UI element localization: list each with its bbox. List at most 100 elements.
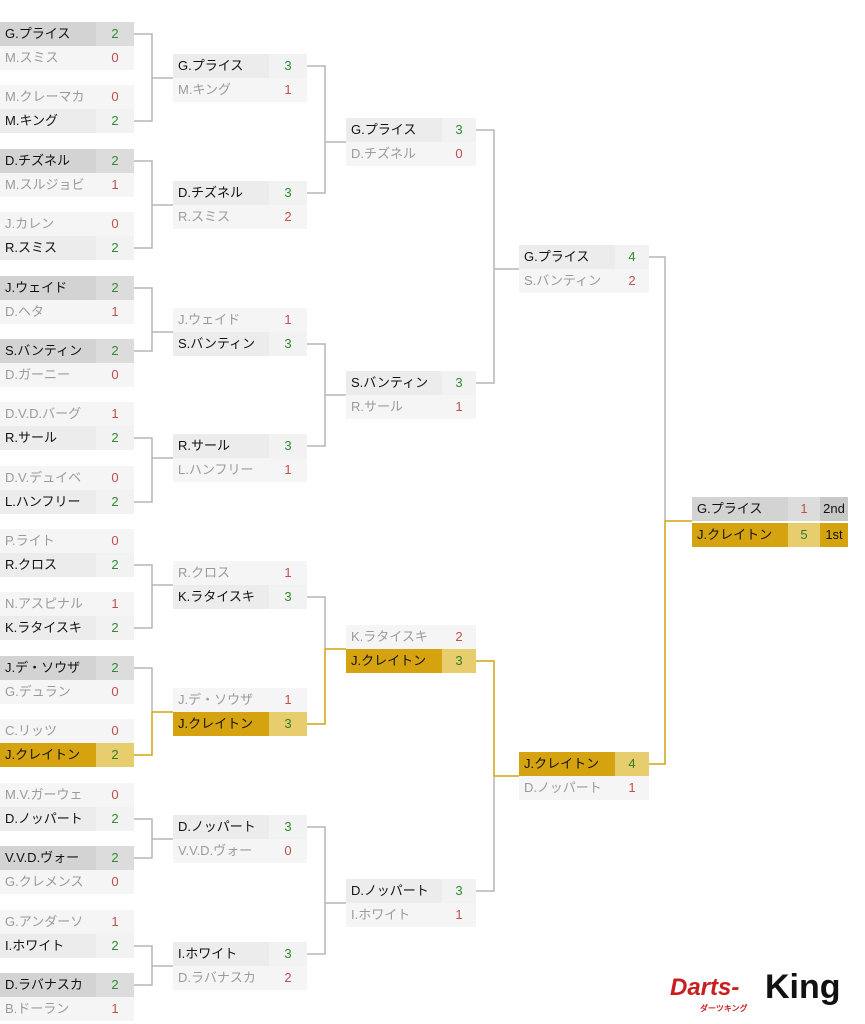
player-score: 2 <box>96 236 134 260</box>
player-score: 1 <box>442 903 476 927</box>
player-name: J.クレイトン <box>692 523 788 547</box>
player-score: 2 <box>96 616 134 640</box>
player-name: V.V.D.ヴォー <box>0 846 96 870</box>
player-name: R.クロス <box>0 553 96 577</box>
player-score: 2 <box>96 743 134 767</box>
player-score: 2 <box>96 656 134 680</box>
player-score: 1 <box>96 910 134 934</box>
player-score: 1 <box>269 308 307 332</box>
bracket-connector <box>134 458 153 503</box>
player-name: P.ライト <box>0 529 96 553</box>
player-name: R.スミス <box>0 236 96 260</box>
bracket-connector <box>134 712 153 756</box>
logo-darts-text: Darts- <box>670 974 740 1001</box>
player-name: I.ホワイト <box>346 903 442 927</box>
player-score: 2 <box>269 966 307 990</box>
player-score: 1 <box>615 776 649 800</box>
player-score: 2 <box>96 934 134 958</box>
player-score: 4 <box>615 245 649 269</box>
bracket-connector <box>134 33 153 78</box>
player-name: J.ウェイド <box>173 308 269 332</box>
player-score: 1 <box>96 173 134 197</box>
player-name: M.キング <box>0 109 96 133</box>
player-score: 0 <box>96 719 134 743</box>
player-score: 1 <box>96 300 134 324</box>
player-score: 2 <box>96 109 134 133</box>
player-name: G.アンダーソ <box>0 910 96 934</box>
bracket-connector <box>134 585 153 629</box>
player-name: J.クレイトン <box>173 712 269 736</box>
player-name: D.チズネル <box>173 181 269 205</box>
player-score: 3 <box>269 585 307 609</box>
player-score: 2 <box>96 846 134 870</box>
bracket-connector <box>134 966 153 986</box>
player-score: 3 <box>442 879 476 903</box>
player-name: R.サール <box>173 434 269 458</box>
player-name: D.V.デュイベ <box>0 466 96 490</box>
bracket-connector <box>134 437 153 458</box>
bracket-connector <box>134 160 153 205</box>
player-name: J.クレイトン <box>0 743 96 767</box>
player-name: L.ハンフリー <box>0 490 96 514</box>
player-name: S.バンティン <box>519 269 615 293</box>
player-score: 2 <box>96 149 134 173</box>
player-score: 1 <box>442 395 476 419</box>
player-score: 3 <box>442 371 476 395</box>
logo-katakana-text: ダーツキング <box>700 1004 748 1013</box>
player-score: 3 <box>269 815 307 839</box>
player-score: 1 <box>269 458 307 482</box>
player-score: 1 <box>269 688 307 712</box>
player-score: 1 <box>788 497 820 521</box>
bracket-connector <box>476 660 495 776</box>
bracket-connector <box>307 395 326 447</box>
player-score: 5 <box>788 523 820 547</box>
player-score: 3 <box>269 942 307 966</box>
player-name: R.サール <box>0 426 96 450</box>
player-name: I.ホワイト <box>173 942 269 966</box>
player-name: D.ラバナスカ <box>0 973 96 997</box>
bracket-connector <box>134 839 153 859</box>
player-name: J.クレイトン <box>519 752 615 776</box>
player-name: V.V.D.ヴォー <box>173 839 269 863</box>
player-score: 2 <box>96 973 134 997</box>
player-score: 0 <box>442 142 476 166</box>
player-score: 1 <box>96 592 134 616</box>
player-name: K.ラタイスキ <box>173 585 269 609</box>
player-name: D.ガーニー <box>0 363 96 387</box>
player-score: 0 <box>96 529 134 553</box>
bracket-connector <box>307 903 326 955</box>
placement-label: 1st <box>820 523 848 547</box>
